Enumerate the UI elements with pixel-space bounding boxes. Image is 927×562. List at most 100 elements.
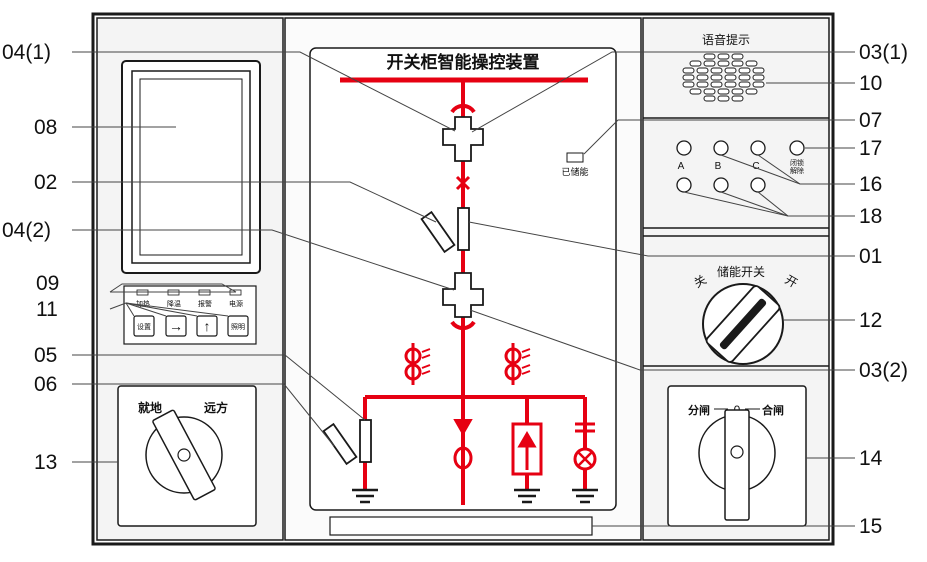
speaker-slot [738, 74, 751, 81]
lighting-key-label: 照明 [231, 323, 245, 331]
speaker-slot [731, 88, 744, 95]
open-close-knob-handle[interactable] [724, 409, 750, 521]
callout-03-1: 03(1) [859, 41, 908, 64]
lower-plug-cross [442, 272, 484, 318]
callout-14: 14 [859, 447, 883, 470]
up-arrow-key[interactable] [196, 315, 218, 337]
up-arrow-key-label: ↑ [204, 318, 211, 334]
phase-c-label: C [752, 161, 759, 172]
breaker-body [457, 207, 470, 251]
earth-switch-body [359, 419, 372, 463]
current-transformer-right [504, 343, 531, 385]
ground-symbol-1 [352, 488, 378, 504]
speaker-slot [710, 67, 723, 74]
callout-09: 09 [36, 272, 59, 295]
speaker-slot [745, 60, 758, 67]
callout-02: 02 [34, 171, 57, 194]
callout-16: 16 [859, 173, 882, 196]
release-label: 解除 [790, 166, 804, 175]
speaker-slot [717, 60, 730, 67]
speaker-slot [703, 95, 716, 102]
callout-15: 15 [859, 515, 882, 538]
speaker-slot [710, 74, 723, 81]
callout-08: 08 [34, 116, 57, 139]
lock-release-button[interactable] [789, 140, 805, 156]
speaker-slot [752, 81, 765, 88]
speaker-slot [731, 53, 744, 60]
current-transformer-left [404, 343, 431, 385]
speaker-slot [703, 88, 716, 95]
speaker-slot [696, 81, 709, 88]
check-light-a [676, 177, 692, 193]
speaker-slot [724, 74, 737, 81]
stored-energy-led [566, 152, 584, 163]
speaker-slot [731, 60, 744, 67]
speaker-grille [682, 53, 765, 102]
ground-symbol-2 [514, 488, 540, 504]
speaker-slot [752, 67, 765, 74]
nameplate-slot [329, 516, 593, 536]
speaker-slot [731, 95, 744, 102]
storage-switch-handle[interactable] [705, 284, 781, 363]
stored-energy-label: 已储能 [561, 166, 588, 177]
breaker-x-mark [455, 175, 471, 191]
speaker-slot [724, 67, 737, 74]
storage-switch-title: 储能开关 [717, 264, 765, 279]
speaker-slot [710, 81, 723, 88]
phase-b-light [713, 140, 729, 156]
upper-contact-arc [450, 104, 476, 114]
callout-13: 13 [34, 451, 57, 474]
speaker-slot [703, 60, 716, 67]
breaker-switch-arm [420, 210, 456, 254]
callout-06: 06 [34, 373, 57, 396]
speaker-slot [717, 88, 730, 95]
callout-17: 17 [859, 137, 882, 160]
speaker-slot [717, 53, 730, 60]
lock-label: 闭锁 [790, 158, 804, 167]
indicator-label-cooling: 降温 [167, 299, 181, 308]
callout-10: 10 [859, 72, 882, 95]
phase-a-light [676, 140, 692, 156]
phase-b-label: B [715, 161, 722, 172]
open-close-knob-center [730, 445, 744, 459]
local-label: 就地 [138, 400, 162, 415]
lighting-key[interactable] [227, 315, 249, 337]
close-label: 合闸 [762, 403, 784, 417]
phase-a-label: A [678, 161, 685, 172]
settings-key[interactable] [133, 315, 155, 337]
upper-plug-cross [442, 116, 484, 162]
live-indicator-lamp-x [577, 451, 593, 467]
speaker-slot [724, 81, 737, 88]
callout-01: 01 [859, 245, 882, 268]
speaker-slot [752, 74, 765, 81]
right-arrow-key-label: → [169, 318, 183, 334]
check-light-b [713, 177, 729, 193]
speaker-slot [696, 67, 709, 74]
speaker-slot [696, 74, 709, 81]
local-remote-knob-center [177, 448, 191, 462]
open-label: 分闸 [688, 403, 710, 417]
remote-label: 远方 [204, 400, 228, 415]
settings-key-label: 设置 [137, 322, 151, 331]
display-screen-inner [139, 78, 243, 256]
check-light-c [750, 177, 766, 193]
right-arrow-key[interactable] [165, 315, 187, 337]
indicator-label-heating: 加热 [136, 299, 150, 308]
speaker-slot [682, 74, 695, 81]
phase-c-light [750, 140, 766, 156]
callout-07: 07 [859, 109, 882, 132]
speaker-slot [689, 88, 702, 95]
callout-18: 18 [859, 205, 882, 228]
speaker-slot [682, 67, 695, 74]
speaker-slot [689, 60, 702, 67]
callout-04-1: 04(1) [2, 41, 51, 64]
earth-switch-arm [322, 422, 358, 466]
surge-arrester-arrow [517, 431, 537, 470]
indicator-label-alarm: 报警 [198, 299, 212, 308]
voice-prompt-label: 语音提示 [702, 32, 750, 47]
ground-symbol-3 [572, 488, 598, 504]
speaker-slot [717, 95, 730, 102]
indicator-label-power: 电源 [229, 299, 243, 308]
speaker-slot [738, 67, 751, 74]
cable-head-arrow [453, 419, 473, 437]
